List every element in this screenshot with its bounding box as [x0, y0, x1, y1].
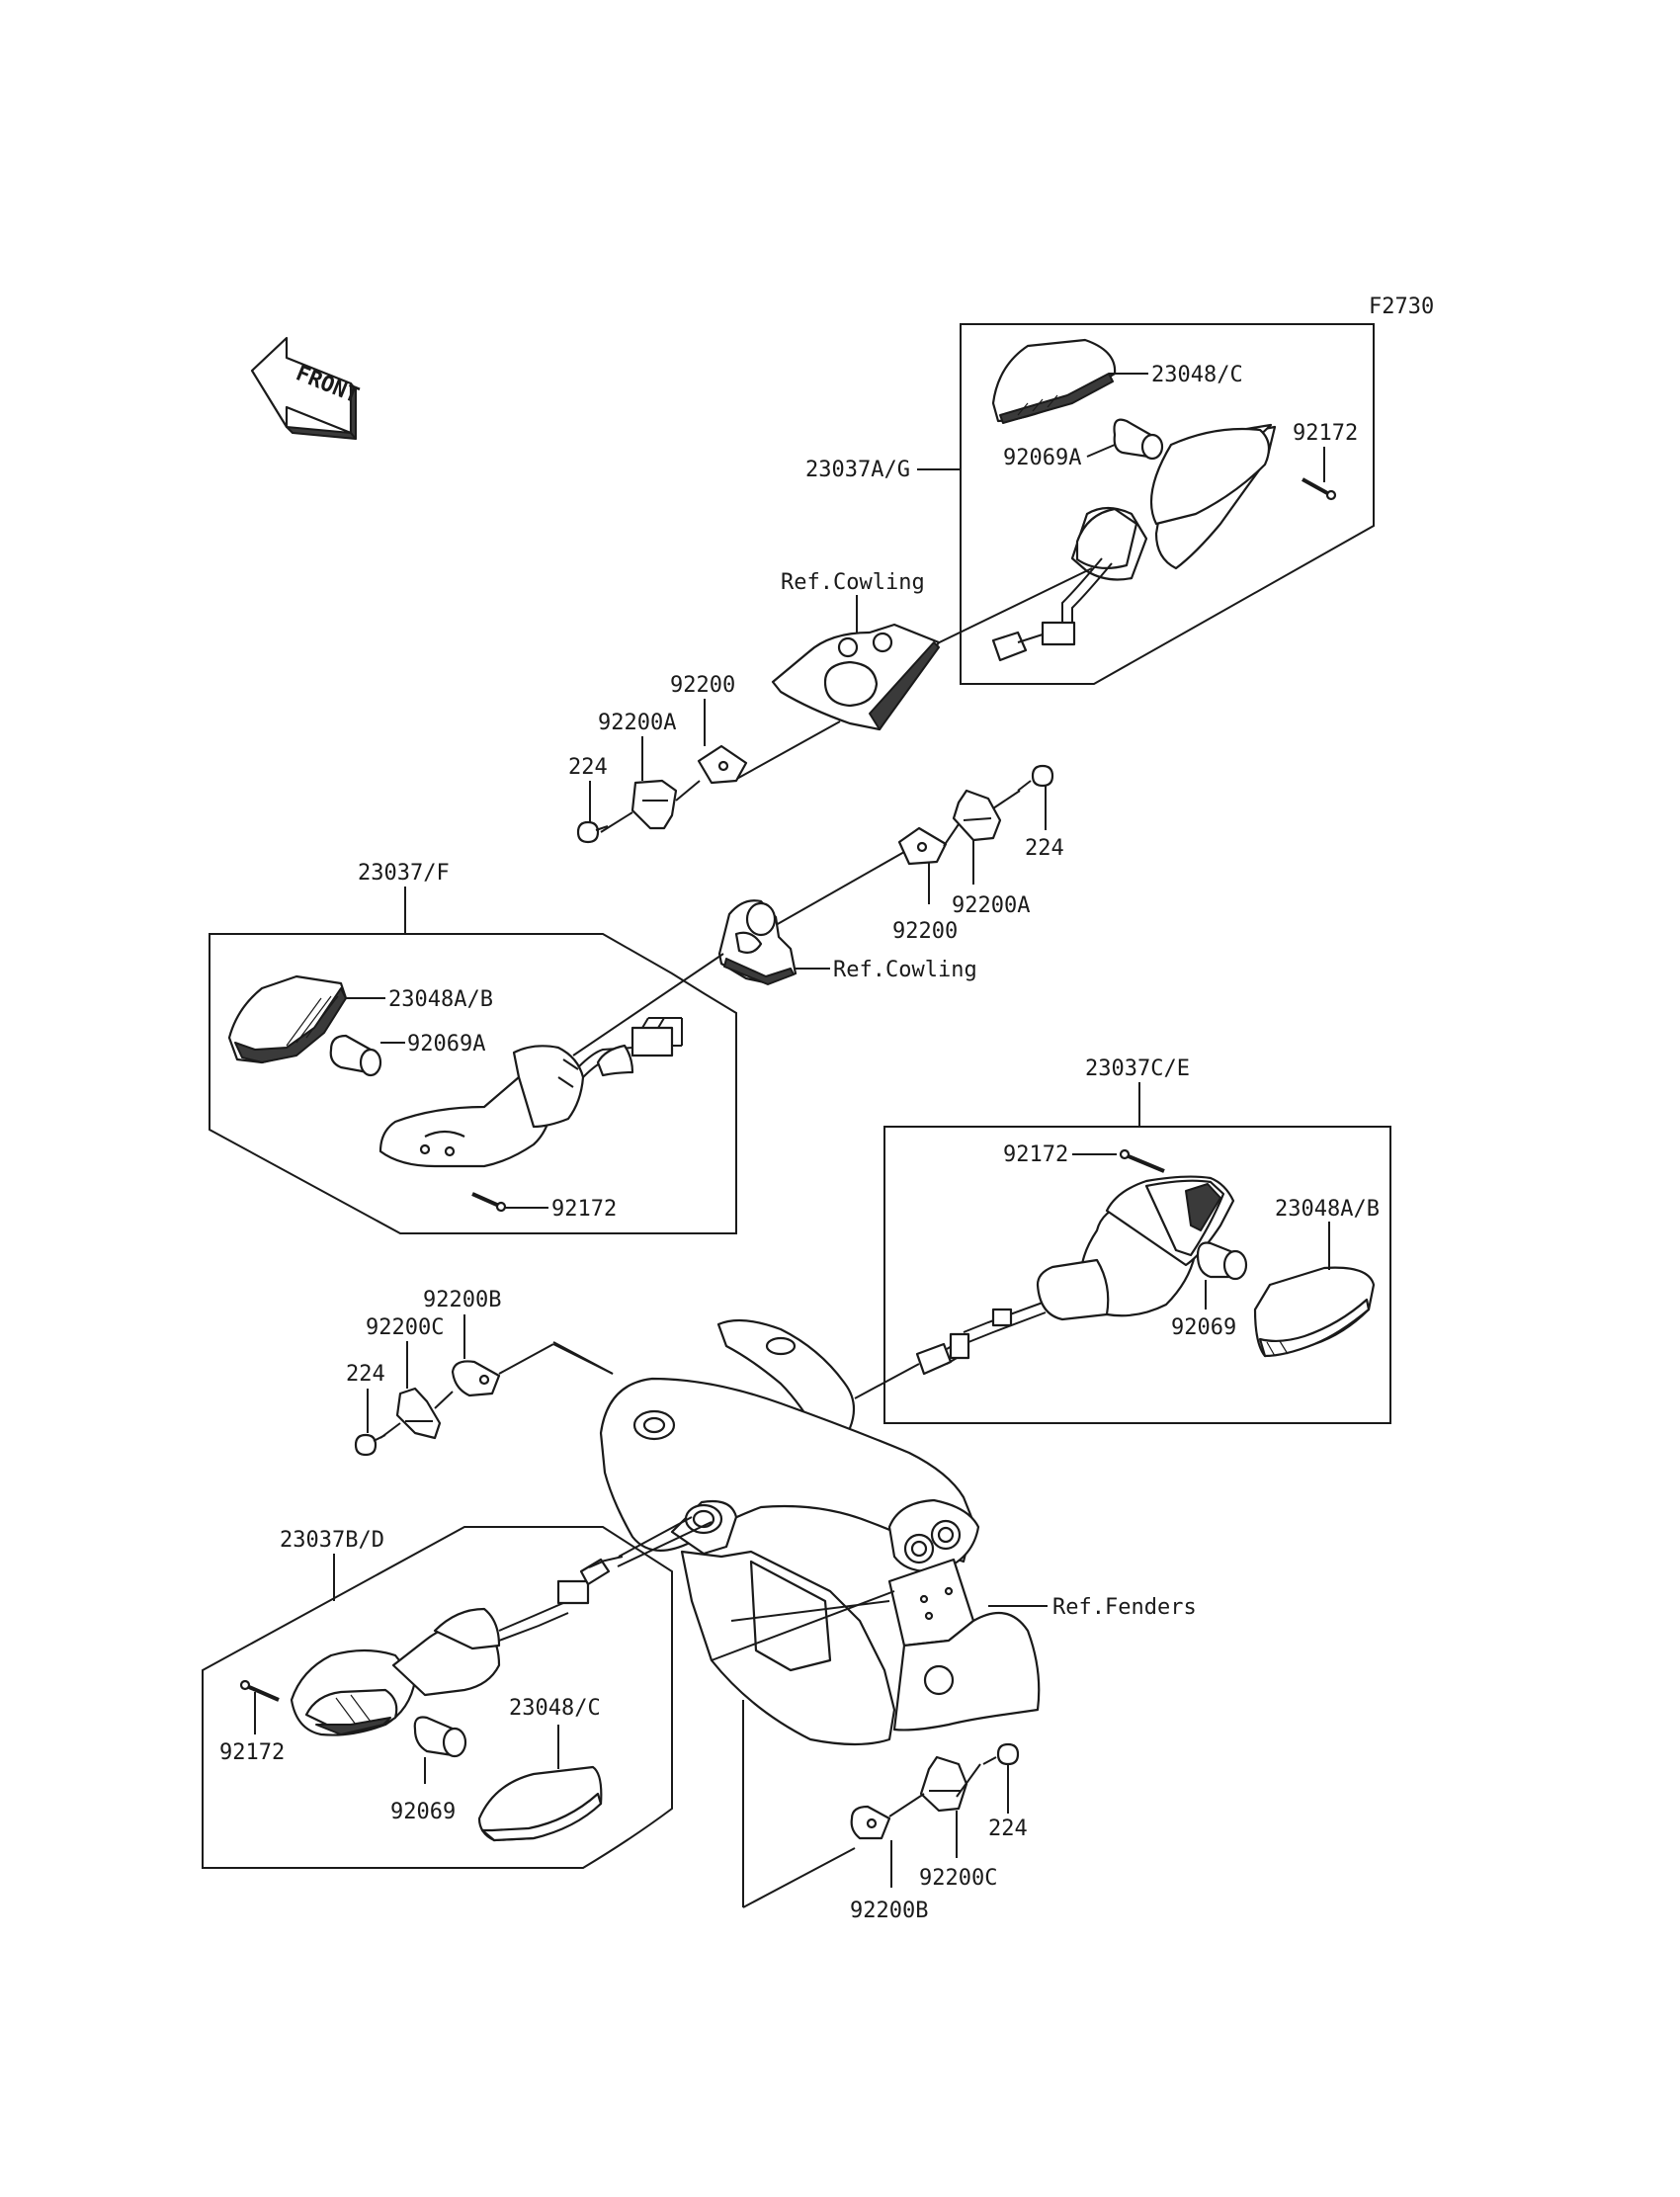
screw-icon — [1119, 1148, 1165, 1173]
turn-signal-body-icon — [1070, 423, 1277, 581]
bulb-icon — [413, 1716, 467, 1758]
left-signal-group: 23037/F 23048A/B 92069A — [209, 861, 737, 1234]
right-signal-group: 23037C/E 92172 92069 — [883, 1056, 1391, 1424]
label-upper-washer: 92200 — [670, 673, 735, 698]
bolt-icon — [982, 1742, 1020, 1766]
label-left-screw: 92172 — [551, 1197, 617, 1222]
bulb-icon — [1196, 1241, 1248, 1281]
turn-signal-body-icon — [1036, 1175, 1235, 1321]
label-top-right-bulb: 92069A — [1003, 446, 1081, 470]
lens-icon — [991, 338, 1117, 424]
bracket-icon — [952, 789, 1002, 842]
label-left-bulb: 92069A — [407, 1032, 485, 1056]
label-rear-bracket-c: 92200C — [366, 1315, 444, 1340]
label-br-bracket-c: 92200C — [919, 1866, 997, 1891]
screw-icon — [239, 1679, 280, 1702]
lens-icon — [477, 1765, 603, 1842]
label-mid-bracket: 92200A — [952, 893, 1030, 918]
bulb-icon — [1113, 418, 1164, 461]
left-group-box — [209, 933, 737, 1234]
label-23037ce: 23037C/E — [1085, 1056, 1190, 1081]
label-rear-bolt: 224 — [346, 1362, 385, 1387]
washer-icon — [697, 744, 748, 785]
label-23037bd: 23037B/D — [280, 1528, 384, 1553]
label-right-bulb: 92069 — [1171, 1315, 1236, 1340]
bulb-icon — [329, 1034, 382, 1077]
diagram-code: F2730 — [1369, 295, 1434, 319]
bracket-icon — [395, 1387, 442, 1440]
turn-signal-body-icon — [290, 1607, 501, 1736]
label-bottom-screw: 92172 — [219, 1740, 285, 1765]
label-ref-cowling-mid: Ref.Cowling — [833, 958, 977, 982]
front-direction-arrow: FRONT — [250, 336, 363, 440]
label-left-lens: 23048A/B — [388, 987, 493, 1012]
washer-icon — [850, 1805, 891, 1840]
rear-fender-icon — [599, 1318, 1041, 1746]
label-ref-cowling-top: Ref.Cowling — [781, 570, 925, 595]
top-right-group-box — [960, 323, 1375, 685]
label-mid-bolt: 224 — [1025, 836, 1064, 861]
label-upper-bracket: 92200A — [598, 711, 676, 735]
label-bottom-lens: 23048/C — [509, 1696, 601, 1721]
label-23037f: 23037/F — [358, 861, 450, 886]
lens-icon — [227, 974, 348, 1064]
label-rear-washer-b: 92200B — [423, 1288, 501, 1312]
right-group-box — [883, 1126, 1391, 1424]
label-right-screw: 92172 — [1003, 1142, 1068, 1167]
bolt-icon — [576, 820, 609, 844]
bottom-left-group-box — [202, 1526, 673, 1869]
cowling-mount-mid-icon — [717, 899, 798, 985]
label-ref-fenders: Ref.Fenders — [1052, 1595, 1197, 1620]
label-br-bolt: 224 — [988, 1817, 1028, 1841]
turn-signal-body-icon — [378, 1045, 585, 1168]
label-upper-bolt: 224 — [568, 755, 608, 780]
bolt-icon — [1017, 764, 1054, 792]
label-right-lens: 23048A/B — [1275, 1197, 1380, 1222]
lens-icon — [1253, 1266, 1376, 1358]
cowling-mount-top-icon — [771, 623, 941, 731]
label-bottom-bulb: 92069 — [390, 1800, 456, 1824]
washer-icon — [897, 826, 948, 866]
screw-icon — [471, 1192, 507, 1213]
label-br-washer-b: 92200B — [850, 1899, 928, 1923]
bottom-left-signal-group: 23037B/D 92172 — [202, 1526, 673, 1869]
bracket-icon — [919, 1755, 968, 1813]
label-top-right-screw: 92172 — [1293, 421, 1358, 446]
screw-icon — [1302, 477, 1337, 501]
label-23037ag: 23037A/G — [805, 458, 910, 482]
top-right-signal-group: 23037A/G 23048/C 92069A — [805, 323, 1375, 685]
label-mid-washer: 92200 — [892, 919, 958, 944]
washer-icon — [451, 1360, 501, 1397]
label-top-right-lens: 23048/C — [1151, 363, 1243, 387]
bracket-icon — [630, 779, 678, 830]
